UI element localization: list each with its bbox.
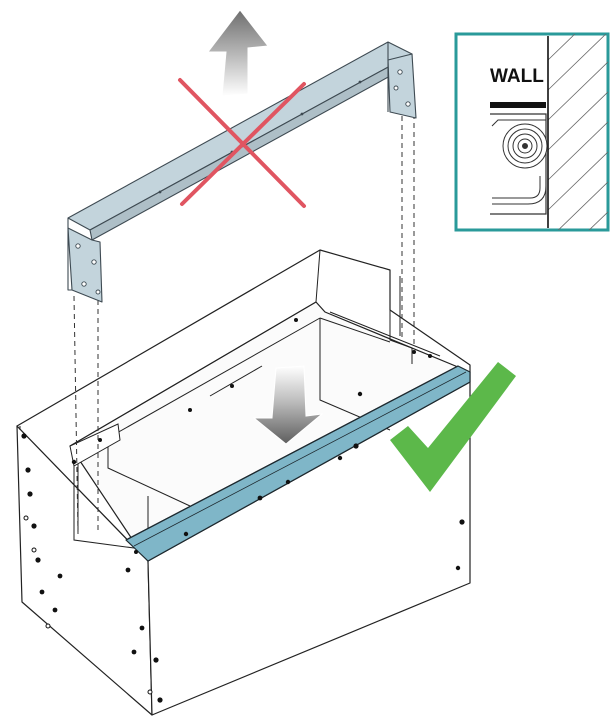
fan-icon bbox=[502, 123, 548, 169]
cabinet-screws bbox=[21, 318, 467, 703]
wall-label: WALL bbox=[490, 66, 544, 87]
up-arrow-icon bbox=[206, 9, 269, 97]
wall-detail-inset: WALL bbox=[454, 32, 610, 232]
down-arrow-icon bbox=[252, 365, 324, 445]
bracket-holes bbox=[75, 69, 411, 295]
checkmark-icon bbox=[390, 362, 516, 492]
front-rail bbox=[125, 365, 471, 562]
cabinet-left-flange bbox=[69, 423, 121, 467]
top-bracket bbox=[67, 41, 417, 303]
cabinet-holes bbox=[23, 515, 153, 695]
alignment-guides bbox=[73, 114, 415, 535]
wall-hatch bbox=[547, 34, 608, 230]
forbidden-cross-icon bbox=[178, 78, 306, 208]
